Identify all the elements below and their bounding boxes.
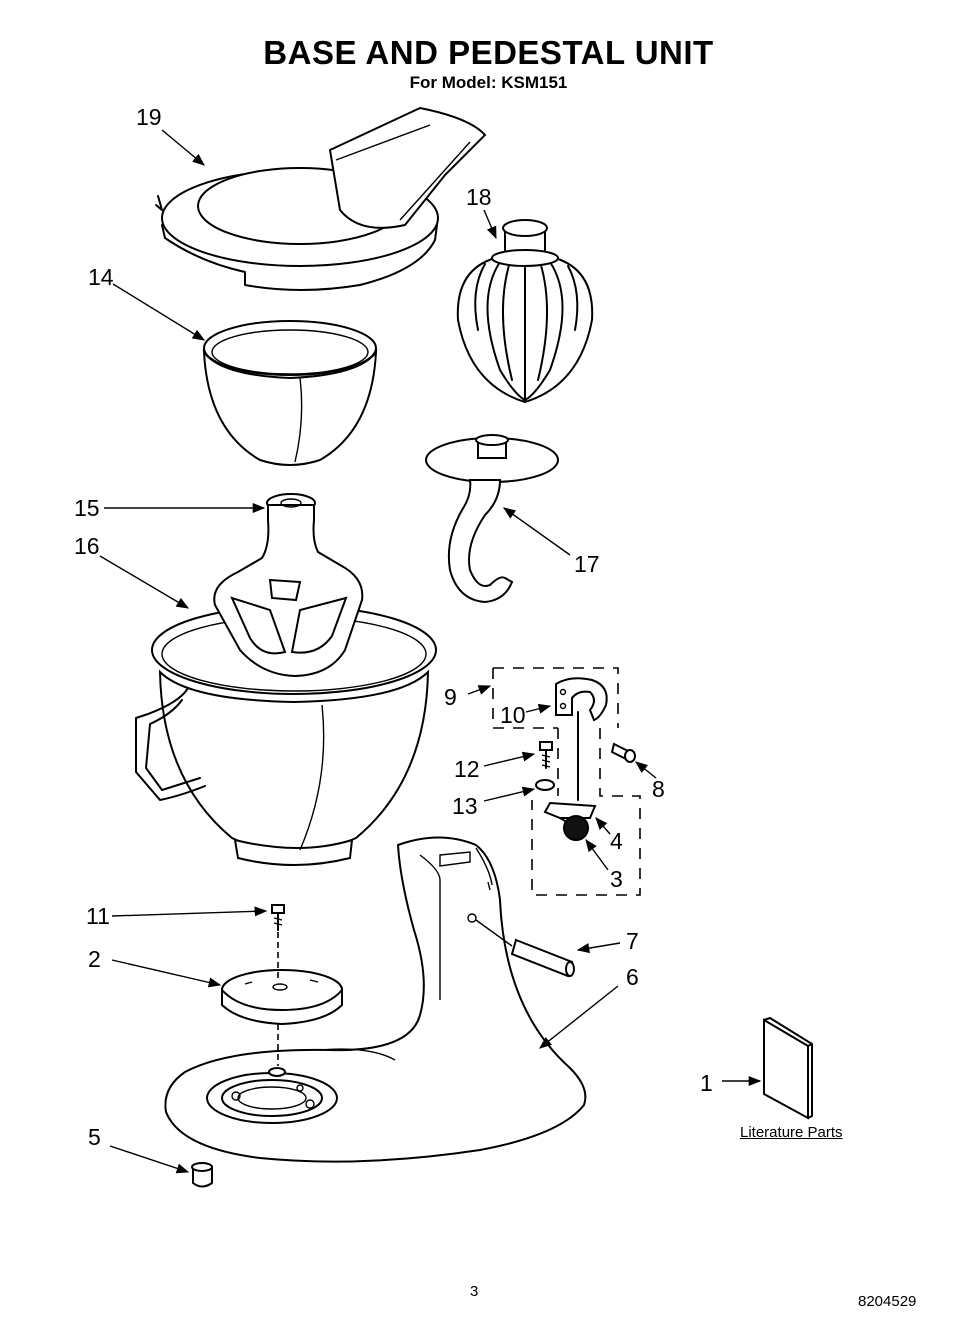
flat-beater-part	[213, 493, 364, 678]
washer-13-part	[535, 779, 555, 791]
callout-14: 14	[88, 264, 114, 290]
callout-5: 5	[88, 1124, 101, 1150]
page-title: BASE AND PEDESTAL UNIT	[263, 34, 714, 71]
callout-18: 18	[466, 184, 492, 210]
pin-8-part	[610, 742, 636, 763]
callout-19: 19	[136, 104, 162, 130]
callout-1: 1	[700, 1070, 713, 1096]
callout-7: 7	[626, 928, 639, 954]
document-number: 8204529	[858, 1293, 917, 1310]
callout-12: 12	[454, 756, 480, 782]
callout-2: 2	[88, 946, 101, 972]
literature-parts-label: Literature Parts	[740, 1124, 843, 1141]
hinge-pin-part	[475, 919, 575, 978]
rubber-foot-part	[191, 1162, 213, 1188]
lever-knob-part	[563, 815, 589, 841]
pedestal-part	[164, 836, 587, 1163]
hinge-group-outline	[492, 667, 641, 896]
hinge-bracket-part	[555, 677, 608, 722]
callout-9: 9	[444, 684, 457, 710]
callout-10: 10	[500, 702, 526, 728]
clamp-plate-part	[221, 969, 343, 1026]
pouring-shield-part	[155, 106, 487, 291]
bowl-liner-part	[202, 320, 378, 466]
callout-15: 15	[74, 495, 100, 521]
wire-whip-part	[456, 219, 594, 403]
literature-booklet-part	[763, 1017, 813, 1120]
model-subtitle: For Model: KSM151	[409, 73, 568, 92]
callout-3: 3	[610, 866, 623, 892]
leader-lines	[99, 129, 762, 1174]
callout-16: 16	[74, 533, 100, 559]
callout-11: 11	[86, 903, 110, 929]
callout-8: 8	[652, 776, 665, 802]
speed-lever-part	[543, 711, 597, 841]
screw-11-part	[271, 904, 285, 1066]
page-number: 3	[470, 1283, 479, 1300]
callout-17: 17	[574, 551, 600, 577]
callout-6: 6	[626, 964, 639, 990]
screw-12-part	[539, 741, 553, 769]
callout-13: 13	[452, 793, 478, 819]
dough-hook-part	[425, 434, 559, 604]
callout-4: 4	[610, 828, 623, 854]
